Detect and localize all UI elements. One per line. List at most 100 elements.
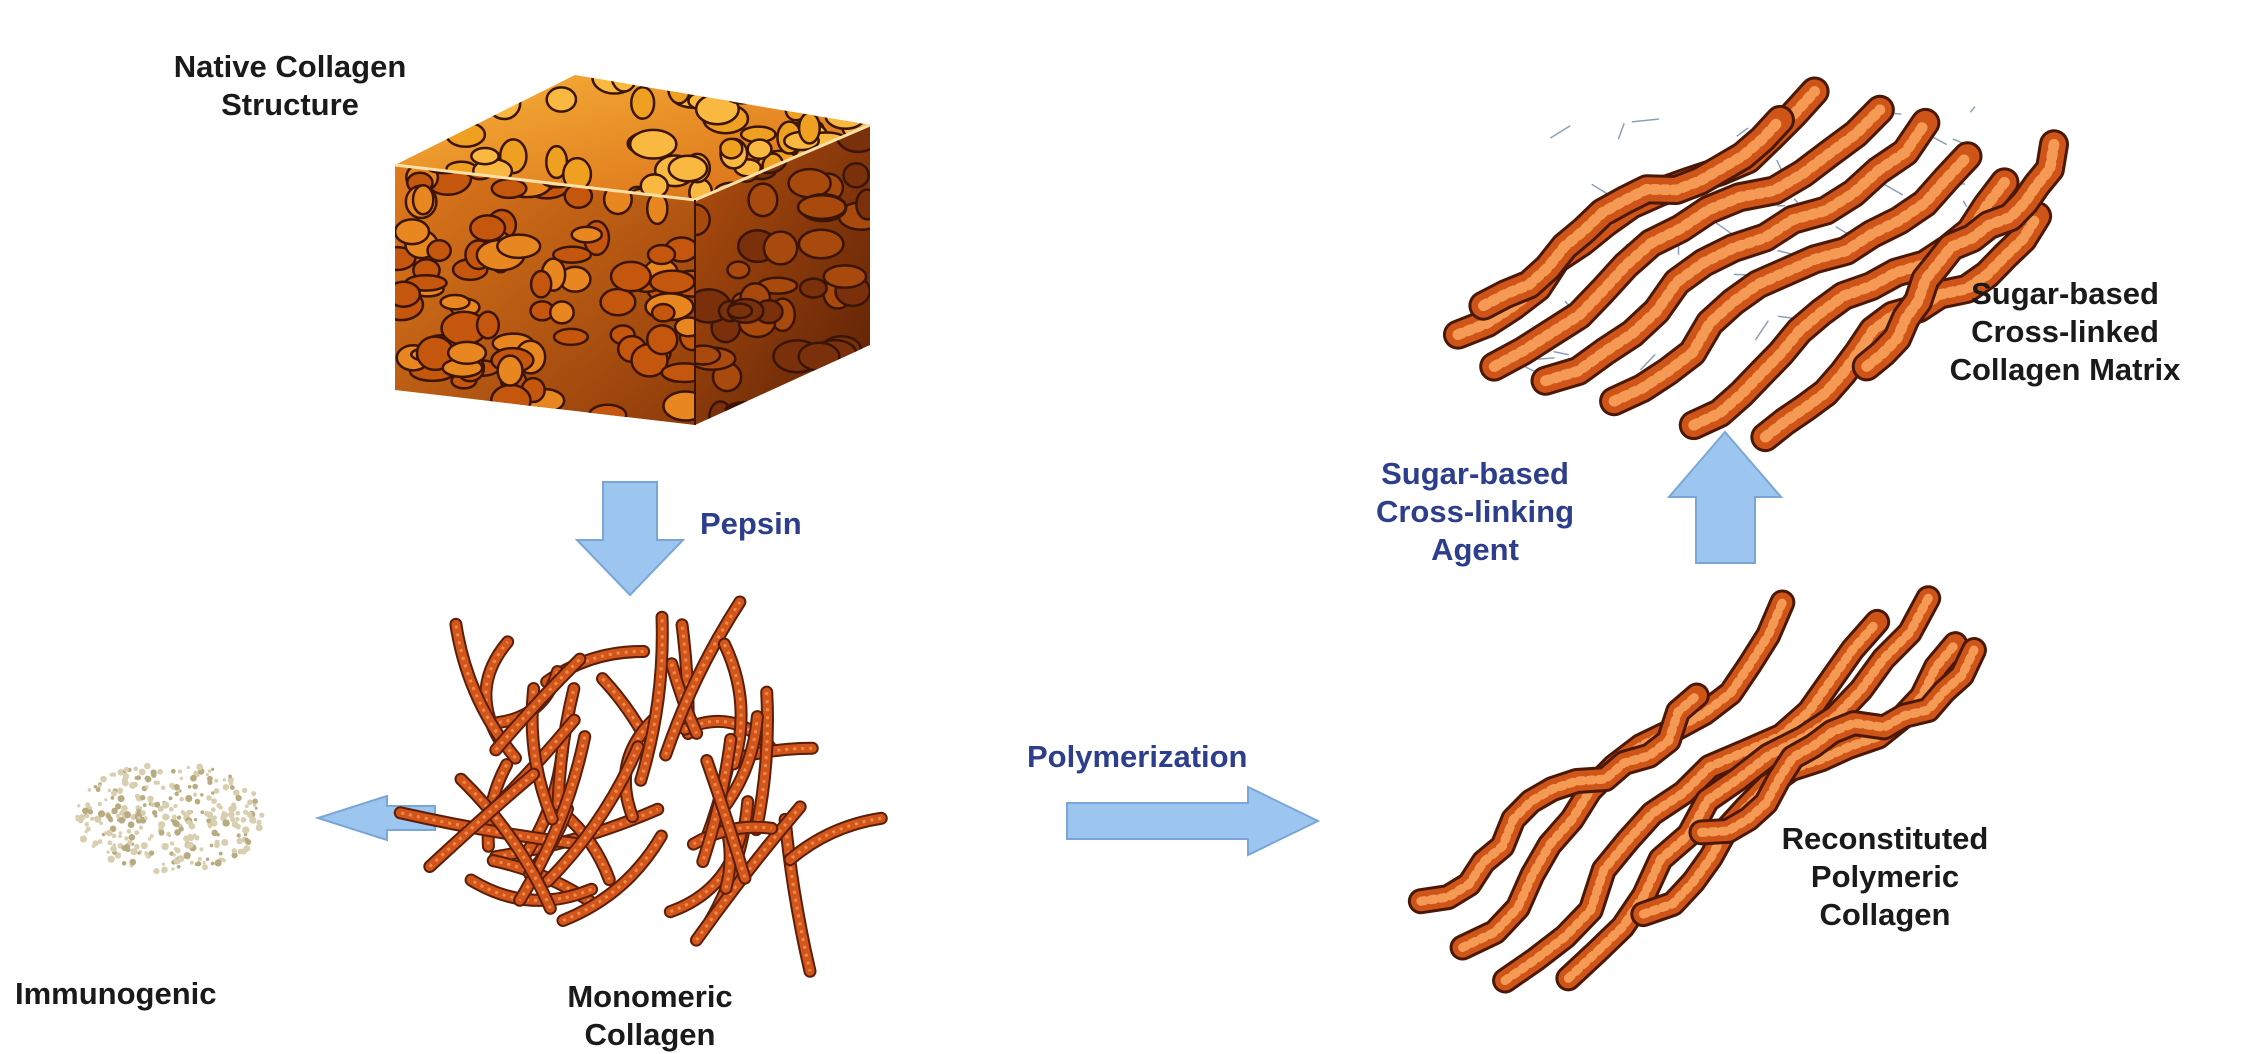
immunogenic-speck [253, 803, 257, 807]
collagen-cell [799, 113, 820, 144]
crosslinked-matrix-label: Sugar-based Cross-linked Collagen Matrix [1870, 275, 2260, 389]
collagen-cell [726, 402, 767, 418]
native-collagen-label-line: Native Collagen [120, 48, 460, 86]
collagen-cell [769, 81, 797, 96]
immunogenic-speck [256, 824, 263, 831]
collagen-cell [721, 74, 763, 104]
immunogenic-speck [231, 802, 236, 807]
collagen-cell [749, 184, 778, 216]
immunogenic-speck [185, 842, 191, 848]
collagen-cell [459, 73, 504, 90]
immunogenic-speck [137, 852, 140, 855]
collagen-cell [669, 156, 707, 181]
agent-label-line: Cross-linking [1330, 493, 1620, 531]
immunogenic-speck [186, 810, 192, 816]
collagen-cell [799, 230, 843, 259]
immunogenic-speck [156, 781, 160, 785]
collagen-cell [553, 247, 591, 263]
collagen-cell [447, 122, 485, 146]
collagen-cell [810, 76, 850, 103]
immunogenic-speck [215, 859, 222, 866]
immunogenic-speck [208, 769, 212, 773]
immunogenic-speck [111, 796, 115, 800]
immunogenic-speck [247, 799, 253, 805]
immunogenic-speck [252, 820, 256, 824]
collagen-cell [798, 195, 846, 219]
collagen-cell [413, 185, 433, 214]
immunogenic-speck [100, 776, 107, 783]
immunogenic-speck [211, 862, 215, 866]
immunogenic-speck [206, 818, 211, 823]
immunogenic-speck [145, 785, 149, 789]
collagen-cell [395, 219, 429, 244]
collagen-cell [492, 179, 527, 198]
crosslink-bond [1755, 321, 1768, 340]
immunogenic-speck [144, 816, 148, 820]
crosslink-bond [1777, 160, 1782, 170]
crosslink-bond [1550, 126, 1570, 138]
agent-label-line: Agent [1330, 531, 1620, 569]
immunogenic-speck [150, 769, 156, 775]
immunogenic-speck [201, 810, 205, 814]
immunogenic-speck [169, 807, 174, 812]
immunogenic-speck [134, 830, 139, 835]
immunogenic-speck [211, 798, 217, 804]
immunogenic-speck [169, 796, 173, 800]
collagen-cell [647, 325, 677, 354]
immunogenic-speck [77, 804, 80, 807]
collagen-cell [838, 64, 870, 89]
collagen-cell [727, 262, 749, 278]
immunogenic-speck [236, 838, 242, 844]
collagen-cell [491, 385, 530, 416]
immunogenic-speck [187, 834, 194, 841]
immunogenic-speck [235, 824, 241, 830]
immunogenic-fragments [75, 763, 264, 874]
immunogenic-speck [88, 788, 92, 792]
immunogenic-speck [196, 861, 201, 866]
collagen-cell [662, 70, 699, 87]
immunogenic-speck [235, 817, 239, 821]
immunogenic-speck [221, 839, 228, 846]
immunogenic-speck [148, 837, 152, 841]
immunogenic-speck [106, 851, 109, 854]
immunogenic-speck [186, 820, 191, 825]
immunogenic-speck [247, 812, 253, 818]
crosslink-bond [1538, 358, 1555, 359]
collagen-cell [821, 411, 844, 434]
immunogenic-speck [214, 842, 220, 848]
collagen-cell [531, 271, 551, 297]
immunogenic-speck [139, 825, 143, 829]
immunogenic-speck [150, 834, 154, 838]
collagen-cell [589, 405, 626, 426]
immunogenic-speck [179, 827, 184, 832]
immunogenic-speck [245, 838, 249, 842]
immunogenic-speck [219, 852, 223, 856]
immunogenic-speck [256, 820, 261, 825]
collagen-cell [471, 148, 498, 164]
immunogenic-speck [173, 804, 177, 808]
crosslink-bond [1632, 119, 1659, 122]
crosslink-bond [1554, 352, 1569, 355]
immunogenic-speck [117, 788, 123, 794]
immunogenic-speck [137, 816, 140, 819]
collagen-cell [828, 85, 856, 103]
immunogenic-speck [171, 867, 174, 870]
immunogenic-speck [185, 795, 192, 802]
collagen-cell [554, 329, 588, 345]
immunogenic-speck [177, 816, 181, 820]
immunogenic-speck [152, 810, 157, 815]
immunogenic-speck [172, 820, 179, 827]
immunogenic-speck [110, 773, 114, 777]
collagen-cell [824, 265, 866, 287]
immunogenic-speck [127, 829, 132, 834]
collagen-cell [547, 87, 576, 111]
immunogenic-speck [119, 831, 123, 835]
immunogenic-speck [172, 853, 175, 856]
immunogenic-speck [228, 775, 232, 779]
immunogenic-speck [98, 810, 105, 817]
immunogenic-speck [242, 788, 247, 793]
matrix-label-line: Collagen Matrix [1870, 351, 2260, 389]
immunogenic-speck [93, 817, 96, 820]
immunogenic-speck [113, 843, 117, 847]
